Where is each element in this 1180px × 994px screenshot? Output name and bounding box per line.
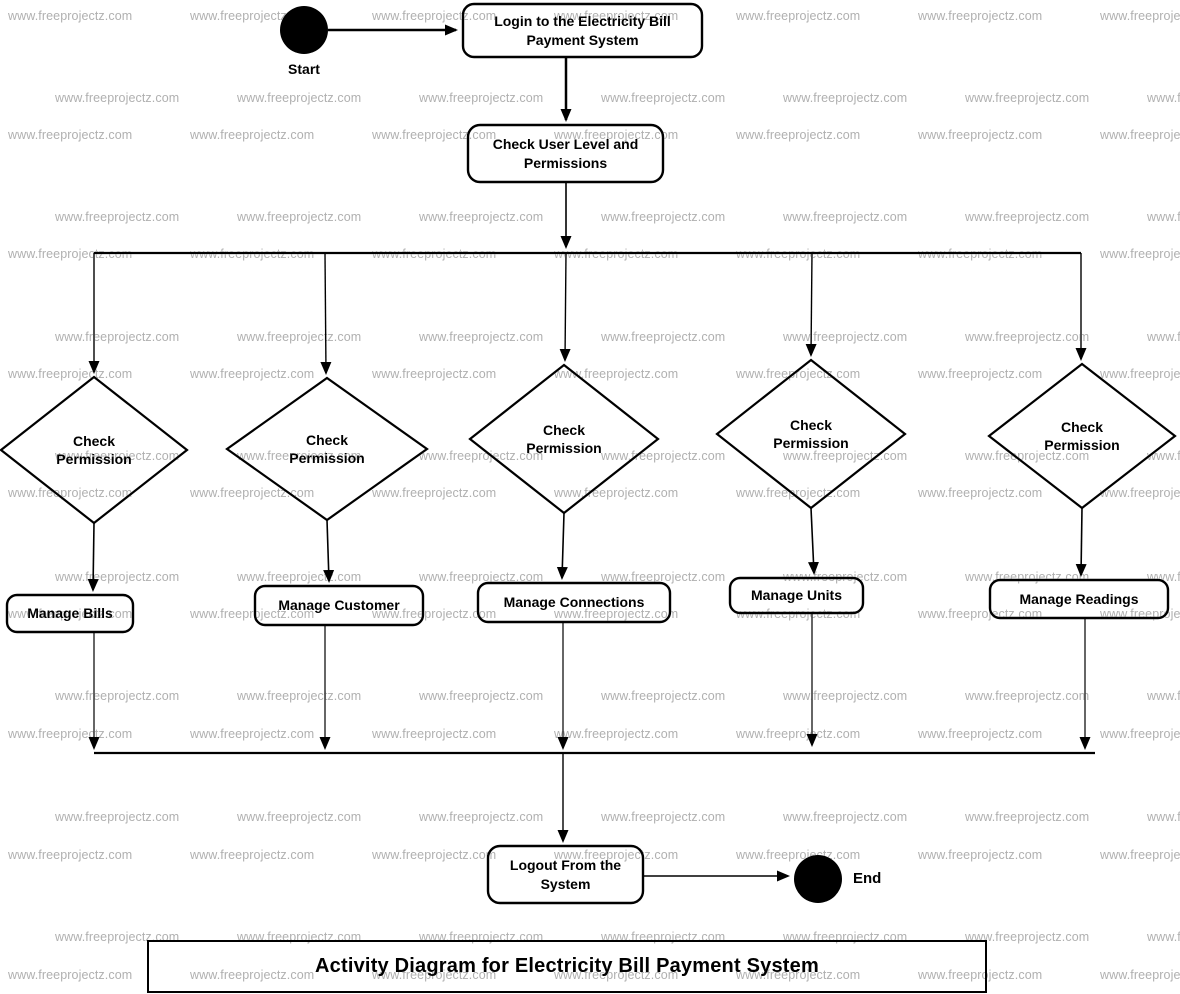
- edge-decision4-units: [807, 507, 819, 575]
- edge-decision3-connections: [556, 512, 568, 580]
- logout-activity-box: [486, 844, 645, 905]
- manage-connections-label: Manage Connections: [503, 594, 645, 611]
- title-box: [147, 940, 987, 993]
- edge-fork-decision-3: [559, 252, 571, 362]
- manage-units-label: Manage Units: [750, 587, 842, 604]
- edge-decision2-customer: [323, 519, 335, 583]
- logout-activity-label: Logout From the System: [509, 857, 622, 892]
- end-node: [794, 855, 842, 903]
- login-activity-box: [461, 2, 704, 59]
- edge-fork-decision-4: [805, 252, 817, 357]
- edge-fork-decision-2: [320, 252, 332, 375]
- decision-label-3: Check Permission: [526, 421, 602, 456]
- edge-decision5-readings: [1075, 507, 1087, 577]
- manage-connections-box: [476, 581, 672, 624]
- manage-readings-label: Manage Readings: [1019, 590, 1139, 607]
- diagram-title: Activity Diagram for Electricity Bill Pa…: [315, 955, 819, 978]
- manage-customer-label: Manage Customer: [278, 597, 400, 614]
- decision-label-1: Check Permission: [56, 432, 132, 467]
- edge-decision1-bills: [87, 522, 99, 592]
- manage-bills-box: [5, 593, 135, 634]
- manage-bills-label: Manage Bills: [27, 605, 113, 622]
- decision-label-4: Check Permission: [773, 416, 849, 451]
- decision-label-5: Check Permission: [1044, 418, 1120, 453]
- check-user-activity-label: Check User Level and Permissions: [492, 136, 639, 171]
- login-activity-label: Login to the Electricity Bill Payment Sy…: [494, 13, 671, 48]
- decision-label-2: Check Permission: [289, 431, 365, 466]
- check-user-activity-box: [466, 123, 665, 184]
- manage-customer-box: [253, 584, 425, 627]
- manage-readings-box: [988, 578, 1170, 620]
- start-node: [280, 6, 328, 54]
- manage-units-box: [728, 576, 865, 615]
- end-label: End: [853, 870, 882, 887]
- start-label: Start: [288, 61, 320, 77]
